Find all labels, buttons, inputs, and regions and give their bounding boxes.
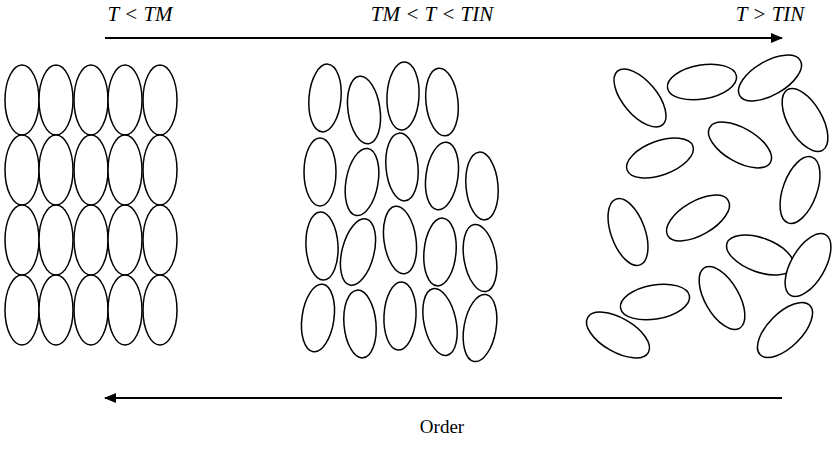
molecule <box>343 74 384 146</box>
molecule <box>5 65 39 135</box>
order-arrow <box>105 397 782 399</box>
molecule <box>341 289 379 360</box>
molecule <box>306 63 344 134</box>
molecule <box>340 146 383 219</box>
molecule <box>108 65 142 135</box>
molecule <box>618 279 693 325</box>
molecule <box>659 186 737 250</box>
axis-label: Order <box>420 417 464 438</box>
molecule <box>773 81 837 159</box>
molecule <box>748 293 822 367</box>
molecule <box>379 204 420 276</box>
molecule <box>690 259 754 337</box>
molecule <box>39 275 73 345</box>
molecule <box>304 138 336 206</box>
temperature-label: T < TM <box>107 3 172 26</box>
molecule <box>74 205 108 275</box>
molecule <box>5 275 39 345</box>
molecule <box>74 135 108 205</box>
molecule <box>463 151 501 222</box>
isotropic-phase <box>579 46 838 367</box>
molecule <box>143 65 177 135</box>
molecule <box>382 281 418 351</box>
molecule <box>39 135 73 205</box>
molecule <box>334 215 382 289</box>
molecule <box>297 282 338 354</box>
molecule <box>772 151 828 228</box>
molecule <box>383 132 421 203</box>
molecule <box>701 113 779 177</box>
molecule <box>458 292 501 365</box>
molecule <box>385 61 421 131</box>
molecule <box>5 205 39 275</box>
molecule <box>143 275 177 345</box>
molecule <box>579 303 657 367</box>
heating-arrow <box>105 37 782 39</box>
temperature-label: T > TIN <box>736 3 805 26</box>
molecule <box>143 205 177 275</box>
molecule <box>604 60 675 135</box>
molecule <box>458 222 501 295</box>
molecule <box>665 59 740 105</box>
crystal-lattice <box>5 65 177 345</box>
nematic-phase <box>297 61 501 364</box>
molecule <box>74 65 108 135</box>
molecule <box>39 65 73 135</box>
molecule <box>39 205 73 275</box>
molecule <box>417 285 462 358</box>
molecule <box>108 205 142 275</box>
molecule <box>304 211 340 281</box>
molecule <box>776 226 838 304</box>
molecule <box>5 135 39 205</box>
molecule <box>421 217 459 288</box>
molecule <box>108 135 142 205</box>
molecule <box>74 275 108 345</box>
molecule <box>108 275 142 345</box>
molecule <box>600 193 656 270</box>
temperature-label: TM < T < TIN <box>371 3 494 26</box>
molecule <box>423 67 462 138</box>
molecule <box>621 130 698 186</box>
molecule <box>143 135 177 205</box>
molecule <box>421 140 462 212</box>
